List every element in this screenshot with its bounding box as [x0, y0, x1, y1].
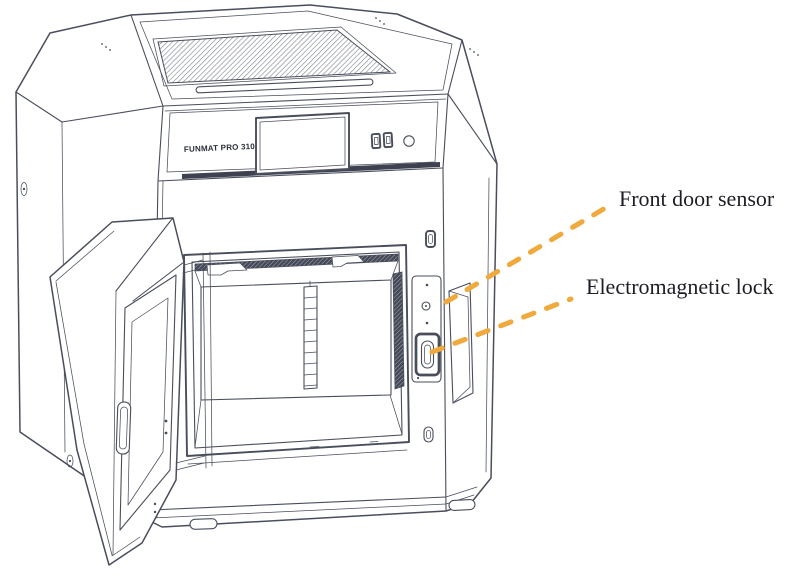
usb-port-1 — [370, 132, 382, 150]
control-panel: FUNMAT PRO 310 — [157, 93, 449, 182]
top-handle-slot — [195, 78, 374, 94]
jamb-lower-slot — [423, 426, 434, 443]
top-vent-dots — [101, 17, 479, 56]
door-hinge-screws — [153, 419, 168, 514]
label-electromagnetic-lock: Electromagnetic lock — [586, 274, 774, 299]
door-handle-recess — [448, 282, 474, 404]
rail-clip-left — [206, 262, 248, 276]
top-vent-grid — [152, 26, 397, 87]
base-skirt — [150, 486, 478, 530]
device-model-label: FUNMAT PRO 310 — [184, 142, 256, 154]
door-hinges — [175, 259, 206, 471]
door-silhouette — [49, 217, 185, 566]
z-axis-rail — [303, 280, 318, 390]
jamb-top-slot — [425, 230, 436, 248]
door-handle-slot — [115, 401, 132, 455]
front-door-sensor — [421, 301, 431, 311]
electromagnetic-lock — [414, 332, 441, 377]
leader-line-electromagnetic-lock — [429, 296, 574, 355]
interior-side-vent — [392, 271, 405, 390]
touchscreen — [255, 112, 350, 175]
usb-ports — [370, 131, 394, 150]
usb-port-2 — [382, 131, 394, 149]
rail-clip-right — [331, 255, 365, 268]
label-front-door-sensor: Front door sensor — [619, 186, 775, 211]
build-chamber — [183, 244, 410, 469]
door-jamb-panel — [411, 275, 442, 383]
open-front-door — [49, 217, 206, 566]
foot-right — [448, 499, 476, 511]
power-button — [403, 135, 415, 147]
foot-left — [189, 518, 218, 530]
leader-line-front-door-sensor — [443, 204, 610, 305]
